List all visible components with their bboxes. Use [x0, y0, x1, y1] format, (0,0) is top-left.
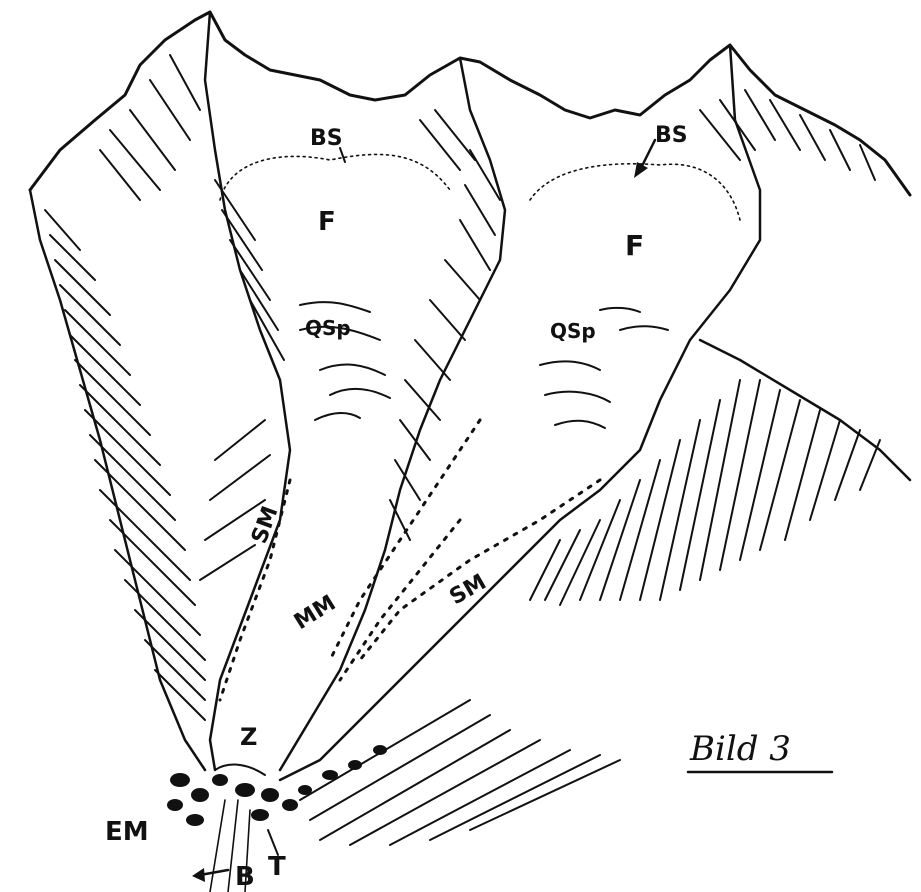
label-qsp-right: QSp	[550, 319, 596, 343]
end-moraine-boulders	[167, 745, 387, 826]
right-outer-slope	[700, 340, 910, 480]
left-inner-ridge	[205, 12, 290, 770]
label-f-left: F	[318, 207, 336, 237]
glacier-tongue	[215, 765, 265, 775]
firn-edge-right	[530, 164, 740, 220]
label-bs-right: BS	[655, 123, 688, 148]
figure-caption: Bild 3	[689, 729, 791, 769]
label-sm-right: SM	[446, 570, 491, 611]
arrow-b-head	[192, 868, 205, 882]
hatching-left	[45, 55, 205, 720]
label-bs-left: BS	[310, 126, 343, 151]
hatching-lower-right	[300, 700, 620, 845]
hatching-right	[420, 90, 880, 605]
label-f-right: F	[625, 229, 644, 262]
label-qsp-left: QSp	[305, 316, 351, 340]
label-b: B	[235, 862, 255, 892]
label-z: Z	[240, 723, 257, 751]
label-mm: MM	[290, 591, 340, 635]
left-flank	[30, 190, 205, 770]
hatching-center	[390, 150, 500, 540]
label-sm-left: SM	[247, 503, 283, 547]
crevasses	[300, 302, 668, 428]
right-inner-ridge	[280, 45, 760, 780]
label-em: EM	[105, 817, 149, 847]
label-t: T	[268, 852, 286, 882]
firn-edge-left	[220, 154, 450, 200]
central-ridge	[280, 58, 505, 770]
